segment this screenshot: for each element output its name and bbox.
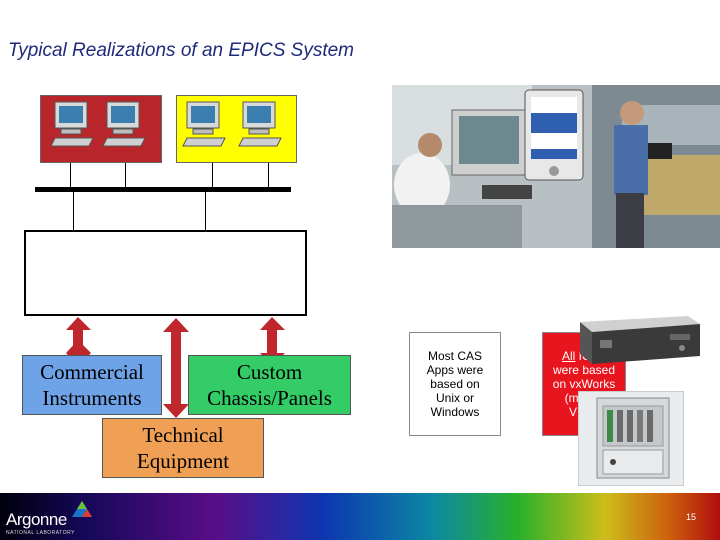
argonne-logo-icon: [72, 501, 92, 517]
drop-line: [70, 163, 71, 188]
argonne-logo-text: Argonne: [6, 510, 67, 529]
slide-title: Typical Realizations of an EPICS System: [8, 40, 355, 61]
ioc-note-emphasis: All: [561, 349, 576, 363]
control-room-photo: [392, 85, 720, 248]
commercial-instruments-box: Commercial Instruments: [22, 355, 162, 415]
cas-note-text: Most CAS Apps were based on Unix or Wind…: [426, 349, 484, 419]
box-line: Instruments: [42, 386, 142, 410]
drop-line: [205, 192, 206, 230]
page-number: 15: [686, 512, 697, 522]
network-bus: [35, 187, 291, 192]
vme-crate-photo: [578, 391, 684, 486]
workstation-icon: [238, 101, 282, 147]
drop-line: [73, 192, 74, 230]
box-line: Equipment: [136, 449, 230, 473]
box-line: Chassis/Panels: [207, 386, 332, 410]
drop-line: [212, 163, 213, 188]
custom-chassis-box: Custom Chassis/Panels: [188, 355, 351, 415]
cas-note: Most CAS Apps were based on Unix or Wind…: [409, 332, 501, 436]
box-line: Custom: [236, 360, 303, 384]
drop-line: [268, 163, 269, 188]
footer-band: [0, 493, 720, 540]
argonne-logo-subtitle: NATIONAL LABORATORY: [6, 530, 75, 536]
workstation-icon: [50, 101, 94, 147]
technical-equipment-box: Technical Equipment: [102, 418, 264, 478]
rack-ioc-photo: [580, 316, 700, 364]
double-arrow-icon: [163, 318, 189, 418]
workstation-icon: [102, 101, 146, 147]
ioc-box: [24, 230, 307, 316]
opi-group-yellow: [176, 95, 297, 163]
opi-group-red: [40, 95, 162, 163]
box-line: Technical: [142, 423, 224, 447]
drop-line: [125, 163, 126, 188]
workstation-icon: [182, 101, 226, 147]
box-line: Commercial: [40, 360, 144, 384]
